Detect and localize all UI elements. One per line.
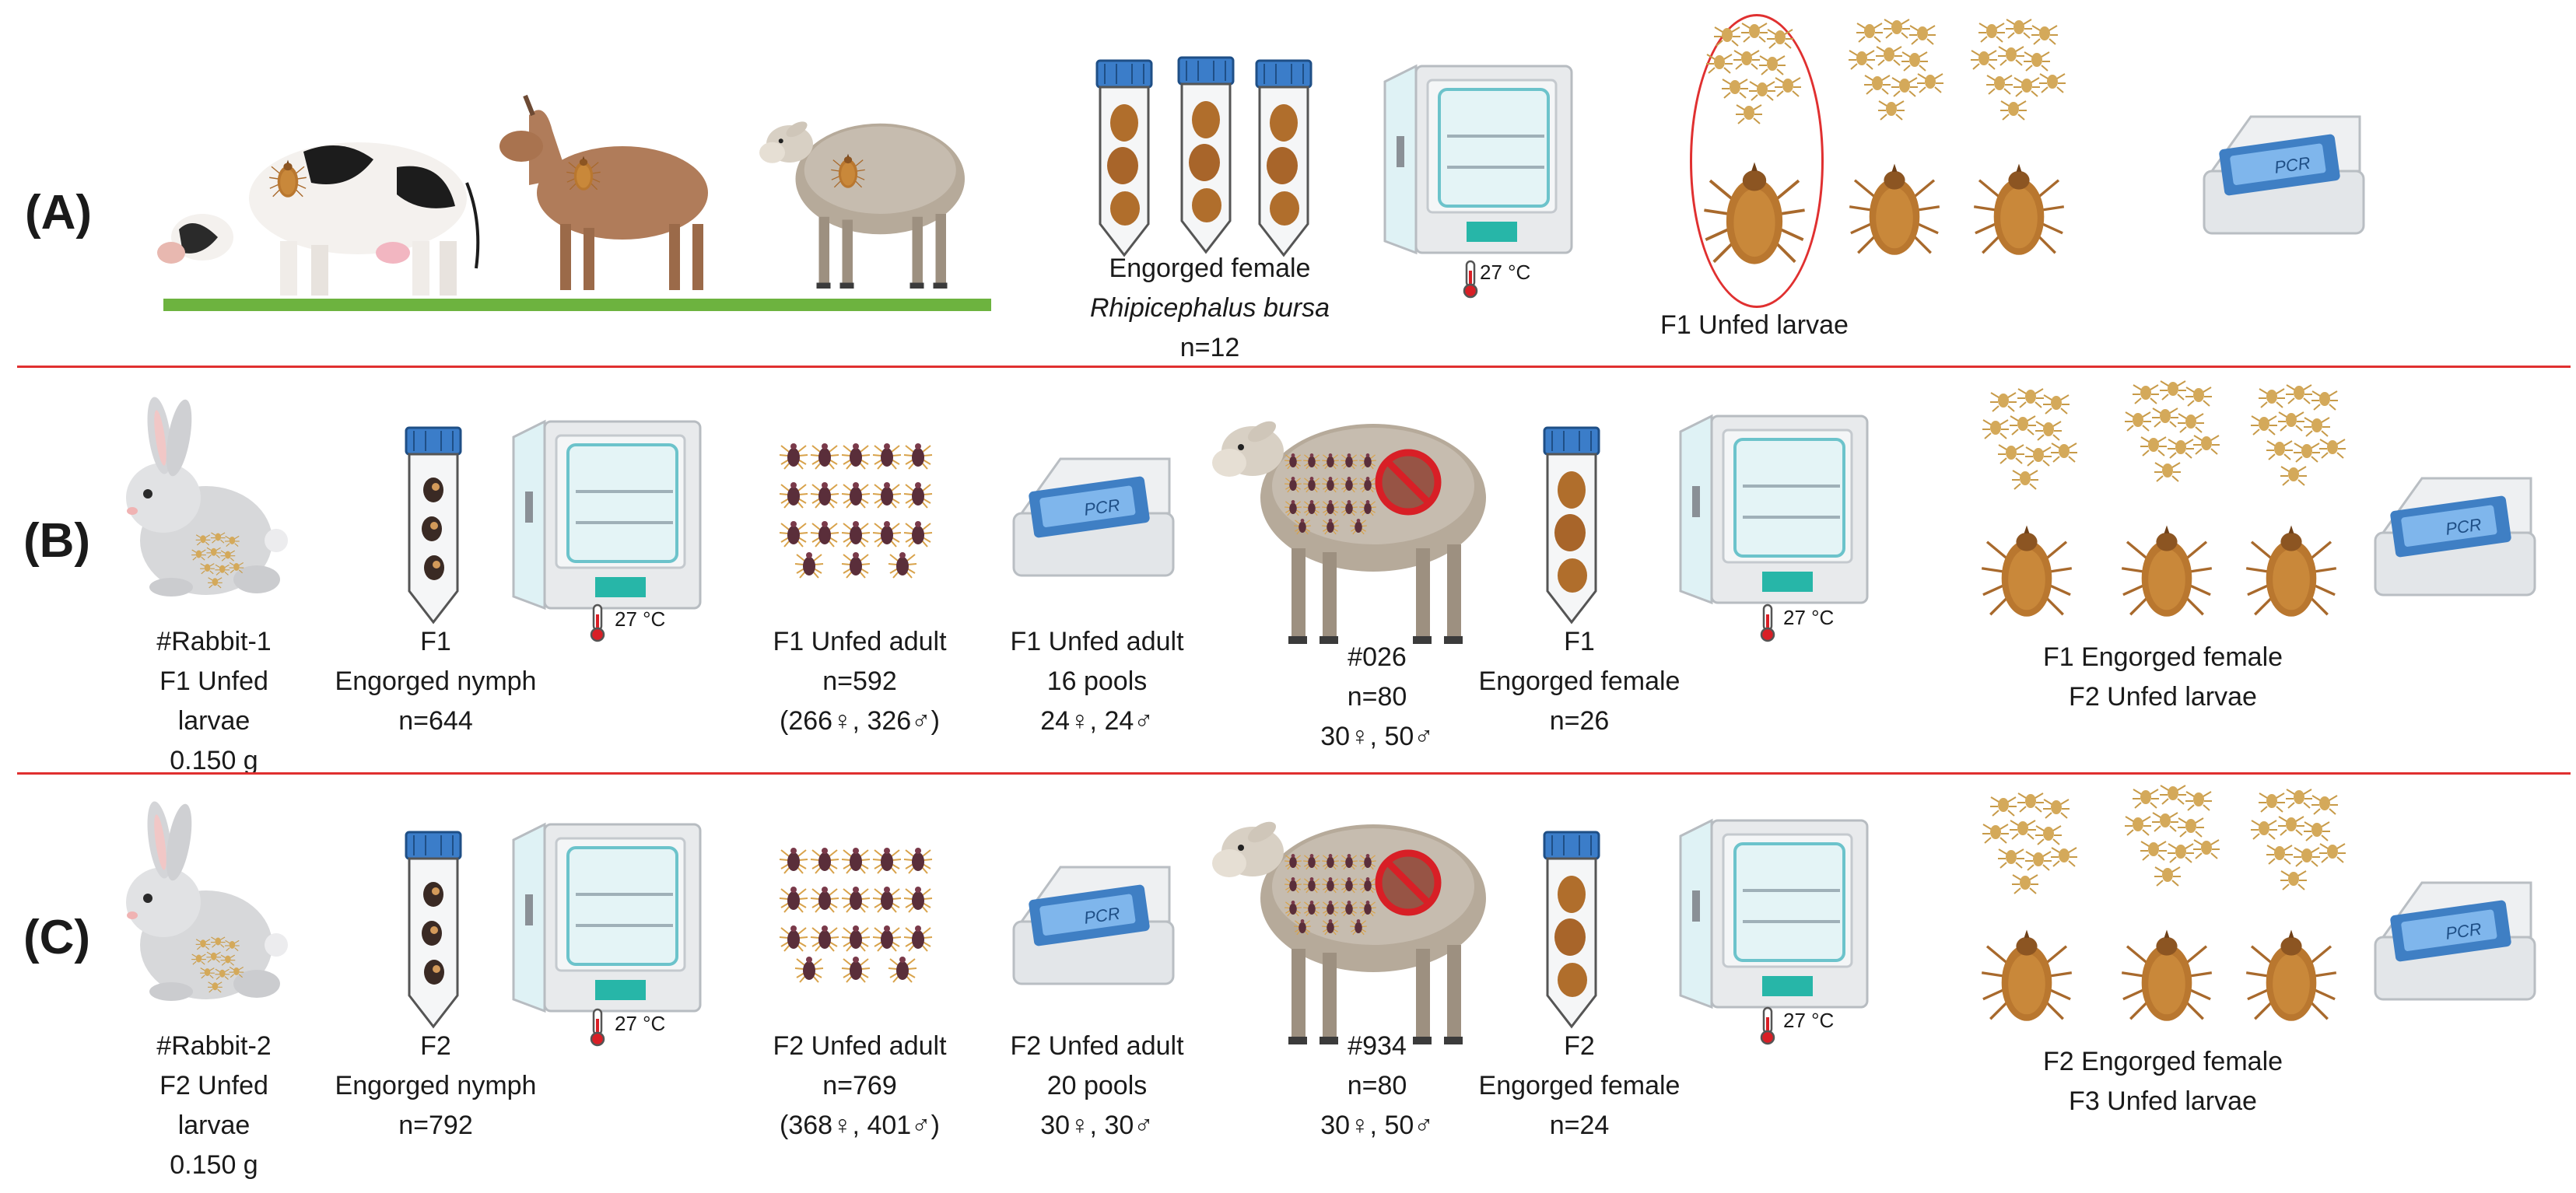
adult-caption-c: F2 Unfed adult n=769 (368♀, 401♂) [773, 1031, 947, 1140]
goat-icon [499, 94, 708, 290]
incubator-temp-a: 27 °C [1480, 261, 1531, 284]
engorged-tick-icon [2120, 523, 2213, 618]
row-c-label: (C) [23, 911, 91, 964]
adult-ticks-icon [778, 439, 941, 595]
engorged-tick-icon [1972, 162, 2066, 257]
row-a-label: (A) [25, 186, 93, 240]
rabbit-icon [126, 799, 288, 1001]
pcr-machine-icon: PCR [2374, 477, 2536, 596]
incubator-icon [512, 823, 702, 1013]
cow-icon [157, 142, 480, 296]
incubator-temp-c: 27 °C [615, 1012, 666, 1035]
tube-icon [1095, 56, 1313, 257]
tube-caption-a: Engorged female Rhipicephalus bursa n=12 [1089, 254, 1330, 362]
sheep-icon [1212, 817, 1486, 1044]
rabbit-icon [126, 395, 288, 596]
larvae-icon [1988, 793, 2081, 902]
incubator-icon [512, 420, 702, 610]
adult-caption-b: F1 Unfed adult n=592 (266♀, 326♂) [773, 627, 947, 736]
larvae-icon [1854, 19, 1947, 128]
larvae-icon [1976, 19, 2070, 128]
tube-icon [405, 426, 462, 624]
larvae-caption-a: F1 Unfed larvae [1660, 310, 1849, 340]
incubator2-temp-b: 27 °C [1783, 606, 1835, 629]
rabbit-caption-c: #Rabbit-2 F2 Unfed larvae 0.150 g [156, 1031, 272, 1180]
larvae-icon [1712, 23, 1805, 132]
sheep-caption-b: #026 n=80 30♀, 50♂ [1320, 642, 1434, 751]
engorged-tick-icon [2245, 928, 2338, 1023]
no-symbol-icon [1379, 453, 1438, 512]
pcr-machine-icon: PCR [1012, 457, 1175, 577]
incubator-icon [1679, 819, 1869, 1009]
final-caption-b: F1 Engorged female F2 Unfed larvae [2042, 642, 2283, 712]
rabbit-caption-b: #Rabbit-1 F1 Unfed larvae 0.150 g [156, 627, 272, 775]
pcr-machine-icon: PCR [1012, 866, 1175, 985]
incubator-icon [1383, 65, 1573, 254]
sheep-icon [1212, 417, 1486, 644]
no-symbol-icon [1379, 853, 1438, 912]
incubator-icon [1679, 415, 1869, 604]
divider-b-c [17, 772, 2571, 775]
engorged-tick-icon [2245, 523, 2338, 618]
female-caption-b: F1 Engorged female n=26 [1478, 627, 1681, 736]
pcr-caption-b: F1 Unfed adult 16 pools 24♀, 24♂ [1010, 627, 1184, 736]
divider-a-b [17, 366, 2571, 368]
engorged-tick-icon [1702, 160, 1807, 266]
engorged-tick-icon [1848, 162, 1941, 257]
pcr-caption-c: F2 Unfed adult 20 pools 30♀, 30♂ [1010, 1031, 1184, 1140]
larvae-icon [1988, 389, 2081, 498]
tube-icon [1543, 831, 1600, 1028]
larvae-icon [2256, 789, 2350, 898]
engorged-tick-icon [1980, 928, 2073, 1023]
engorged-tick-icon [2120, 928, 2213, 1023]
tube-icon [405, 831, 462, 1028]
thermometer-icon [1463, 260, 1478, 299]
incubator-temp-b: 27 °C [615, 607, 666, 631]
sheep-caption-c: #934 n=80 30♀, 50♂ [1320, 1031, 1434, 1140]
incubator2-temp-c: 27 °C [1783, 1009, 1835, 1032]
thermometer-icon [590, 603, 605, 642]
larvae-icon [2130, 381, 2224, 490]
pcr-machine-icon: PCR [2374, 881, 2536, 1001]
thermometer-icon [1760, 1006, 1775, 1045]
thermometer-icon [1760, 603, 1775, 642]
final-caption-c: F2 Engorged female F3 Unfed larvae [2042, 1047, 2283, 1116]
engorged-tick-icon [1980, 523, 2073, 618]
larvae-icon [2256, 385, 2350, 494]
nymph-caption-c: F2 Engorged nymph n=792 [335, 1031, 537, 1140]
female-caption-c: F2 Engorged female n=24 [1478, 1031, 1681, 1140]
larvae-highlight-ring [1690, 14, 1824, 308]
nymph-caption-b: F1 Engorged nymph n=644 [335, 627, 537, 736]
row-b-label: (B) [23, 514, 91, 568]
thermometer-icon [590, 1008, 605, 1047]
adult-ticks-icon [778, 844, 941, 999]
larvae-icon [2130, 785, 2224, 894]
pcr-machine-icon: PCR [2203, 115, 2365, 235]
ground-line [163, 299, 991, 311]
sheep-icon [759, 118, 965, 289]
tube-icon [1543, 426, 1600, 624]
